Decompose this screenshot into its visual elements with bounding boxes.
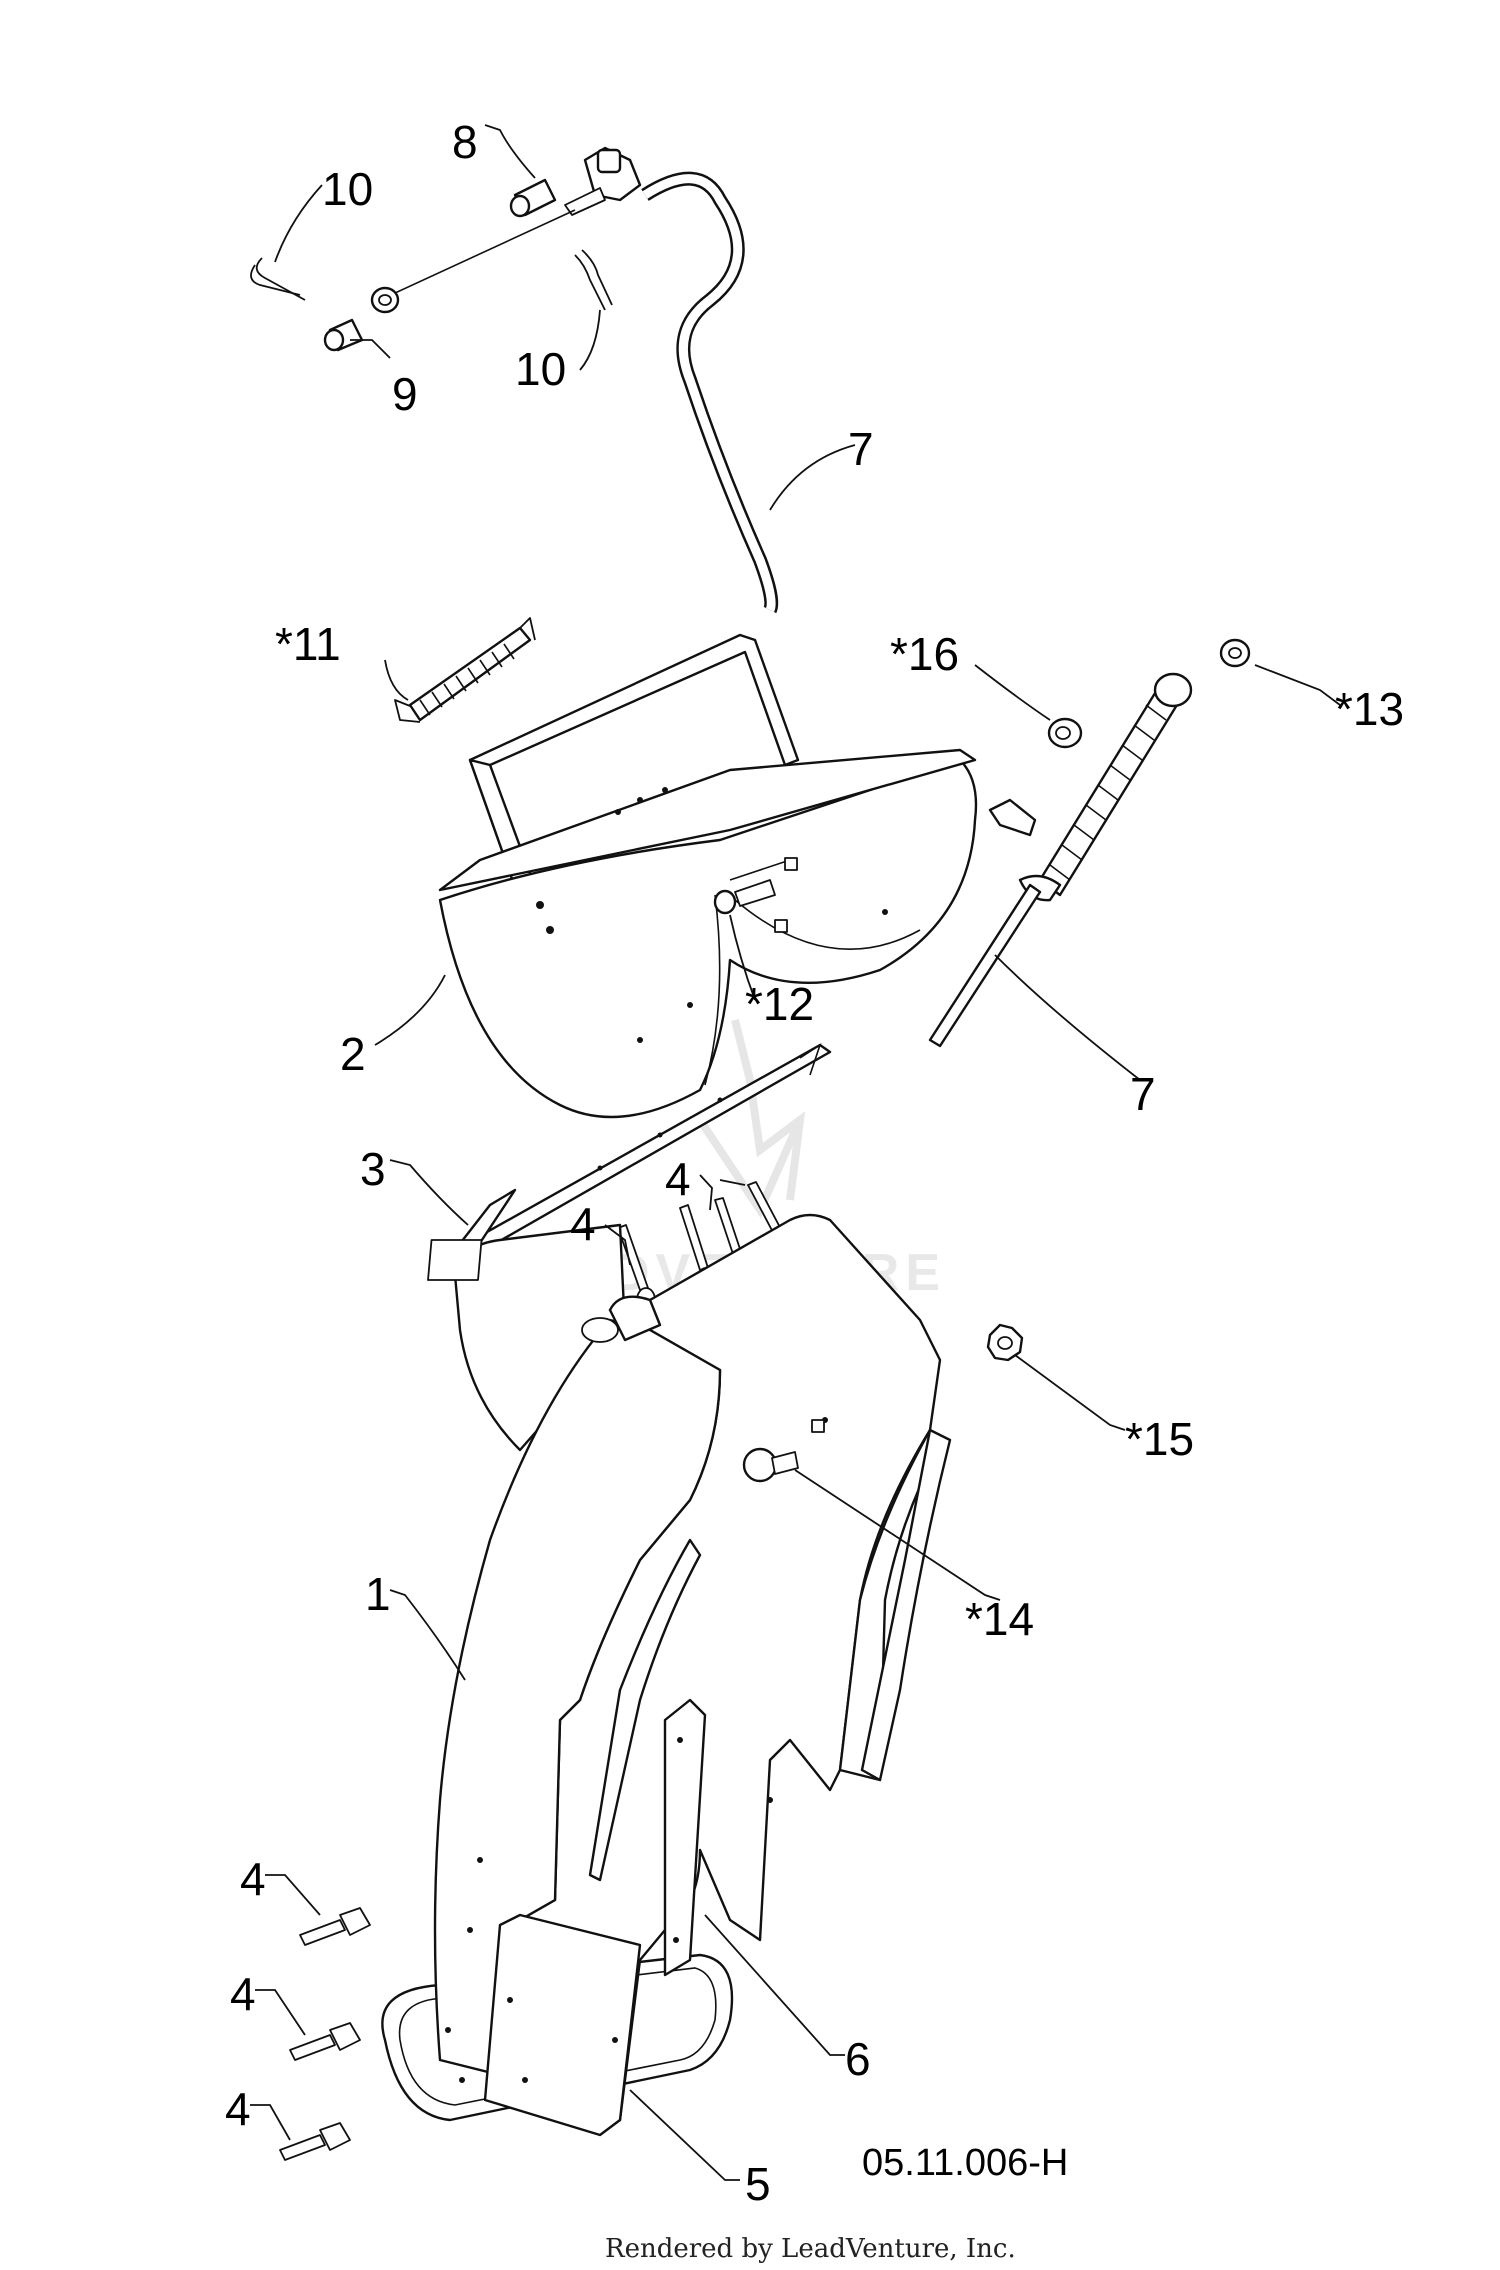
callout-4-left-1: 4 <box>240 1853 266 1905</box>
callout-13: *13 <box>1335 683 1404 735</box>
callout-15: *15 <box>1125 1413 1194 1465</box>
bushing <box>1047 717 1083 749</box>
leader-lines <box>250 124 1341 2181</box>
callout-7-top: 7 <box>848 423 874 475</box>
cable-assembly <box>250 146 779 614</box>
drawing-code: 05.11.006-H <box>862 2142 1068 2184</box>
callout-10-right: 10 <box>515 343 566 395</box>
nut <box>1219 638 1251 668</box>
callout-7-right: 7 <box>1130 1068 1156 1120</box>
callout-1: 1 <box>365 1568 391 1620</box>
lower-chute <box>381 1213 952 2137</box>
callout-5: 5 <box>745 2158 771 2210</box>
callout-labels: 8 10 9 10 7 *11 *16 *13 *12 2 7 3 4 4 *1… <box>225 116 1404 2210</box>
callout-11: *11 <box>275 618 341 670</box>
callout-6: 6 <box>845 2033 871 2085</box>
callout-4-left-3: 4 <box>225 2083 251 2135</box>
callout-12: *12 <box>745 978 814 1030</box>
callout-16: *16 <box>890 628 959 680</box>
callout-3: 3 <box>360 1143 386 1195</box>
spring <box>394 617 536 723</box>
render-credit: Rendered by LeadVenture, Inc. <box>605 2234 1016 2264</box>
callout-8: 8 <box>452 116 478 168</box>
callout-4-top-right: 4 <box>665 1153 691 1205</box>
callout-2: 2 <box>340 1028 366 1080</box>
spiral-cable <box>928 672 1193 1048</box>
callout-9: 9 <box>392 368 418 420</box>
callout-4-left-2: 4 <box>230 1968 256 2020</box>
callout-4-top-left: 4 <box>570 1198 596 1250</box>
callout-14: *14 <box>965 1593 1034 1645</box>
upper-chute <box>438 633 978 1119</box>
callout-10-left: 10 <box>322 163 373 215</box>
star-nut <box>986 1323 1024 1362</box>
rivets-left <box>279 1907 371 2161</box>
